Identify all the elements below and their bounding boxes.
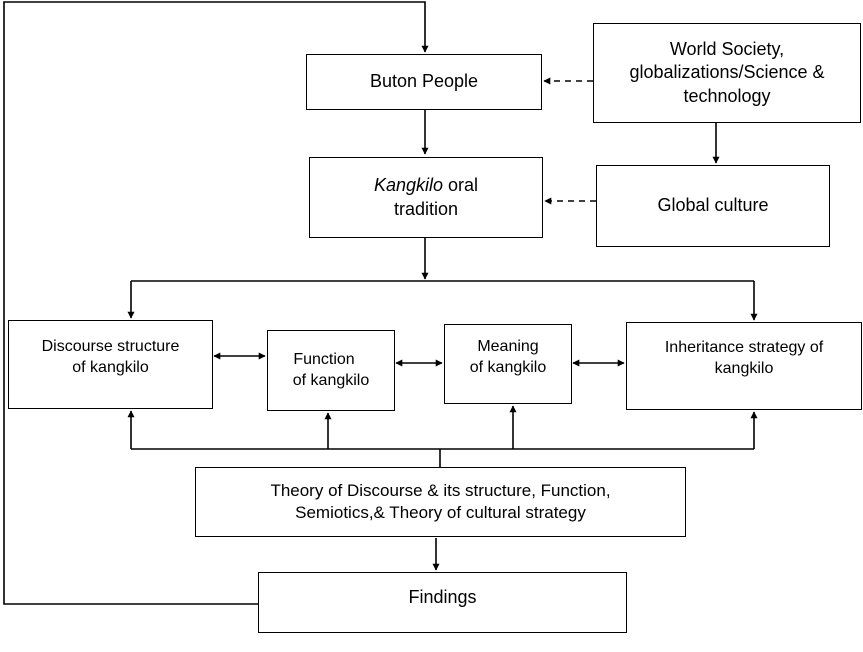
- world-society-line-1: World Society,: [669, 38, 785, 59]
- theory-box: Theory of Discourse & its structure, Fun…: [195, 467, 686, 537]
- kangkilo-line-2: tradition: [393, 198, 459, 219]
- buton-people-box: Buton People: [306, 54, 542, 110]
- world-society-line-3: technology: [683, 85, 771, 106]
- discourse-structure-line-2: of kangkilo: [72, 358, 149, 376]
- theory-line-1: Theory of Discourse & its structure, Fun…: [270, 480, 611, 500]
- meaning-line-1: Meaning: [477, 338, 539, 355]
- meaning-box: Meaning of kangkilo: [444, 324, 572, 404]
- function-box: Function of kangkilo: [267, 330, 395, 411]
- kangkilo-italic-word: Kangkilo: [373, 175, 444, 196]
- kangkilo-line-1: Kangkilo oral: [374, 174, 478, 197]
- global-culture-box: Global culture: [596, 165, 830, 247]
- findings-box: Findings: [258, 572, 627, 633]
- inheritance-line-2: kangkilo: [714, 359, 774, 377]
- discourse-structure-box: Discourse structure of kangkilo: [8, 320, 213, 409]
- buton-people-label: Buton People: [369, 71, 479, 92]
- function-line-1: Function: [293, 350, 355, 368]
- theory-line-2: Semiotics,& Theory of cultural strategy: [295, 503, 586, 522]
- discourse-structure-line-1: Discourse structure: [41, 338, 180, 355]
- world-society-box: World Society, globalizations/Science & …: [593, 23, 861, 123]
- feedback-loop-line: [3, 1, 429, 605]
- findings-label: Findings: [408, 587, 477, 607]
- meaning-line-2: of kangkilo: [469, 358, 547, 376]
- inheritance-strategy-box: Inheritance strategy of kangkilo: [626, 322, 862, 410]
- global-culture-label: Global culture: [657, 195, 769, 216]
- kangkilo-tradition-box: Kangkilo oral tradition: [309, 157, 543, 238]
- world-society-line-2: globalizations/Science &: [629, 62, 825, 83]
- kangkilo-line-1-rest: oral: [443, 175, 479, 196]
- inheritance-line-1: Inheritance strategy of: [664, 339, 824, 356]
- function-line-2: of kangkilo: [292, 371, 370, 389]
